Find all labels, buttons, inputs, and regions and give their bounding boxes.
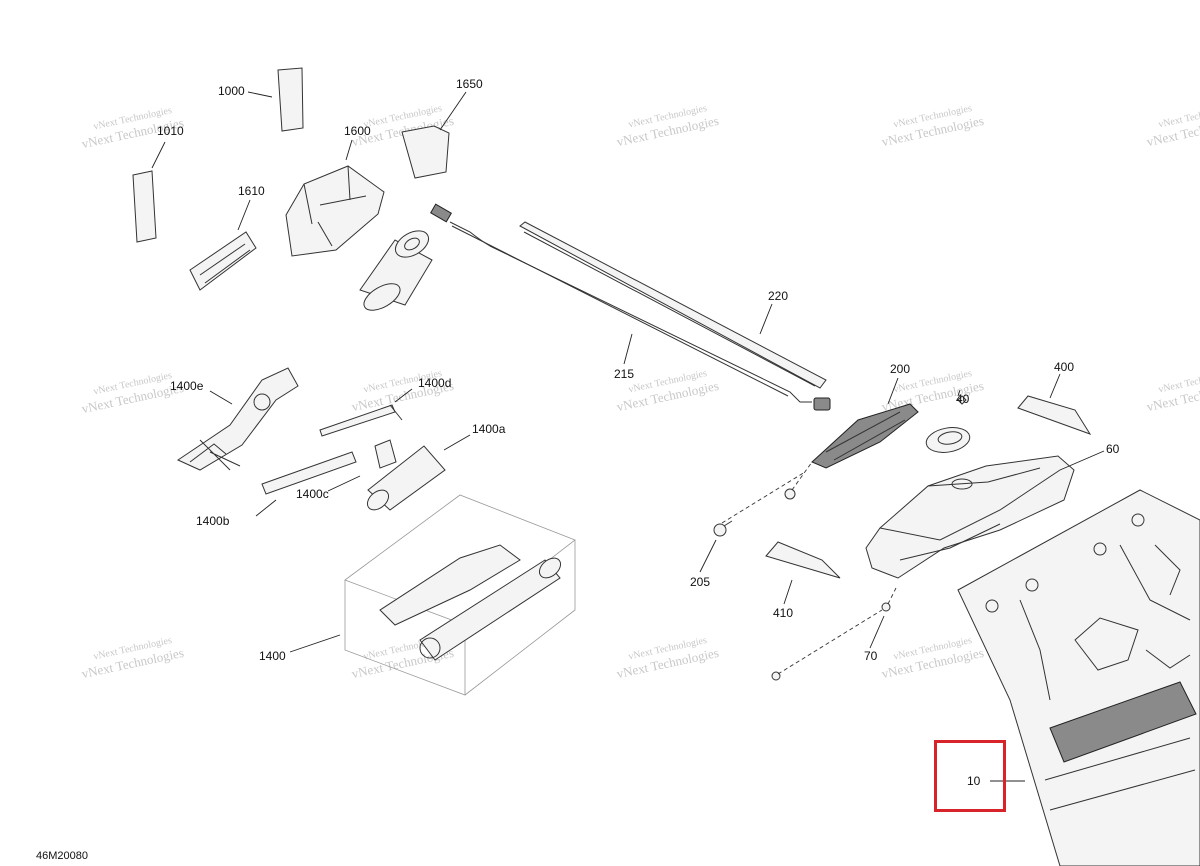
callout-10[interactable]: 10 — [967, 774, 981, 788]
callout-highlight-box — [934, 740, 1006, 812]
callout-1400e[interactable]: 1400e — [170, 379, 204, 393]
callout-1000[interactable]: 1000 — [218, 84, 245, 98]
callout-60[interactable]: 60 — [1106, 442, 1120, 456]
part-1600-housing[interactable] — [285, 165, 385, 257]
part-1400b-tool[interactable] — [199, 439, 241, 471]
callout-1400c[interactable]: 1400c — [296, 487, 329, 501]
part-1610-strap[interactable] — [189, 231, 257, 291]
watermark: vNext Technologies vNext Technologies — [350, 368, 455, 414]
watermark: vNext Technologies vNext Technologies — [880, 635, 985, 681]
callout-70[interactable]: 70 — [864, 649, 878, 663]
watermark: vNext Technologies vNext Technologies — [1145, 368, 1200, 414]
callout-205[interactable]: 205 — [690, 575, 710, 589]
part-10-rear-flap[interactable] — [957, 489, 1200, 866]
callout-labels: 1000 1010 1650 1600 1610 220 215 1400e 1… — [157, 77, 1120, 788]
part-1650-bracket[interactable] — [401, 125, 450, 179]
part-1010-decal[interactable] — [132, 170, 157, 243]
part-410-deflector[interactable] — [765, 541, 841, 579]
part-400-deflector[interactable] — [1017, 395, 1092, 435]
watermark: vNext Technologies vNext Technologies — [80, 370, 185, 416]
callout-215[interactable]: 215 — [614, 367, 634, 381]
part-canister[interactable] — [359, 225, 433, 315]
callout-1400b[interactable]: 1400b — [196, 514, 230, 528]
watermark: vNext Technologies vNext Technologies — [1145, 103, 1200, 149]
callout-1400[interactable]: 1400 — [259, 649, 286, 663]
part-1400a-socket[interactable] — [364, 439, 446, 514]
part-220-strip[interactable] — [519, 221, 827, 389]
callout-410[interactable]: 410 — [773, 606, 793, 620]
part-60-cowl[interactable] — [865, 455, 1075, 579]
part-1000-decal[interactable] — [277, 67, 304, 132]
callout-200[interactable]: 200 — [890, 362, 910, 376]
part-215-harness[interactable] — [430, 203, 831, 411]
callout-1400a[interactable]: 1400a — [472, 422, 506, 436]
watermark: vNext Technologies vNext Technologies — [80, 635, 185, 681]
watermark: vNext Technologies vNext Technologies — [880, 103, 985, 149]
assembly-lines — [721, 461, 897, 675]
watermark: vNext Technologies vNext Technologies — [615, 103, 720, 149]
callout-400[interactable]: 400 — [1054, 360, 1074, 374]
part-200-light[interactable] — [811, 403, 919, 469]
diagram-reference-code: 46M20080 — [36, 850, 88, 862]
part-40-emblem[interactable] — [924, 395, 971, 456]
callout-1400d[interactable]: 1400d — [418, 376, 451, 390]
callout-1600[interactable]: 1600 — [344, 124, 371, 138]
part-1400d-rod[interactable] — [319, 404, 403, 437]
part-1400e-wrench[interactable] — [176, 367, 299, 471]
part-205-screw[interactable] — [713, 488, 796, 537]
part-1400c-handle[interactable] — [261, 451, 357, 495]
leader-lines — [151, 91, 1105, 782]
callout-40[interactable]: 40 — [956, 392, 970, 406]
part-1400-toolkit[interactable] — [344, 494, 576, 696]
callout-1610[interactable]: 1610 — [238, 184, 265, 198]
watermark: vNext Technologies vNext Technologies — [615, 635, 720, 681]
callout-220[interactable]: 220 — [768, 289, 788, 303]
callout-1010[interactable]: 1010 — [157, 124, 184, 138]
callout-1650[interactable]: 1650 — [456, 77, 483, 91]
